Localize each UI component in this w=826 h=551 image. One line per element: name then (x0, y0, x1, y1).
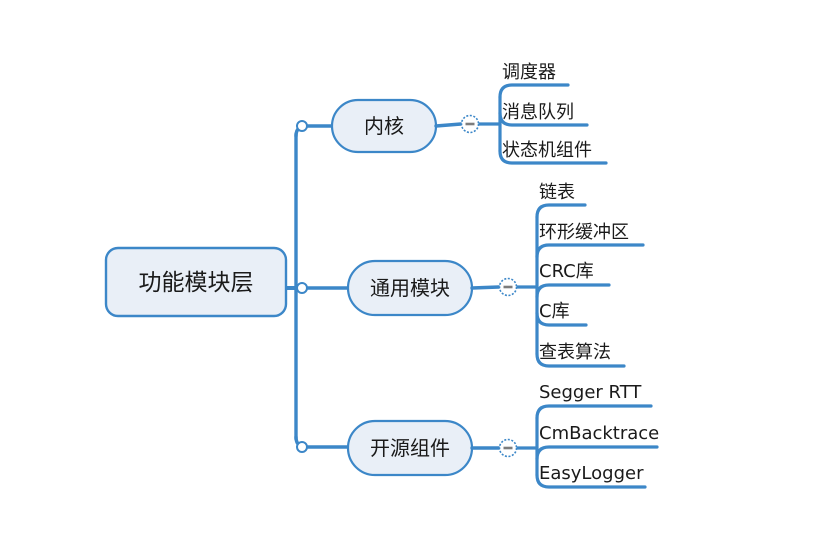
leaf-item-open-source-0[interactable]: Segger RTT (535, 382, 653, 420)
root-node[interactable] (104, 246, 288, 318)
leaf-item-kernel-0[interactable]: 调度器 (498, 62, 570, 99)
leaf-label-kernel-1: 消息队列 (502, 102, 574, 123)
leaf-label-common-modules-1: 环形缓冲区 (539, 222, 629, 243)
leaf-underline-common-modules-1 (535, 243, 645, 259)
branch-junction-dot-open-source[interactable] (296, 441, 308, 453)
leaf-underline-common-modules-3 (535, 311, 588, 327)
collapse-toggle-common-modules[interactable] (498, 277, 518, 297)
branch-label-common-modules: 通用模块 (370, 276, 450, 300)
leaf-item-kernel-2[interactable]: 状态机组件 (498, 140, 608, 165)
leaf-underline-open-source-0 (535, 404, 653, 420)
leaf-label-open-source-0: Segger RTT (539, 382, 642, 403)
collapse-toggle-kernel[interactable] (460, 114, 480, 134)
leaf-underline-open-source-2 (535, 473, 647, 489)
root-node-group: 功能模块层 (104, 246, 288, 318)
leaf-underline-kernel-1 (498, 111, 589, 127)
leaf-item-open-source-2[interactable]: EasyLogger (535, 463, 647, 489)
root-spine (284, 132, 298, 441)
leaf-underline-common-modules-4 (535, 352, 626, 368)
leaf-item-common-modules-2[interactable]: CRC库 (535, 261, 611, 299)
leaf-label-open-source-2: EasyLogger (539, 463, 644, 484)
root-label: 功能模块层 (139, 270, 254, 296)
leaf-label-common-modules-0: 链表 (539, 182, 575, 203)
leaf-underline-common-modules-2 (535, 283, 611, 299)
leaf-label-kernel-2: 状态机组件 (502, 140, 592, 161)
leaf-item-common-modules-1[interactable]: 环形缓冲区 (535, 222, 645, 259)
leaf-underline-kernel-2 (498, 149, 608, 165)
leaf-item-open-source-1[interactable]: CmBacktrace (535, 423, 659, 461)
leaf-label-common-modules-3: C库 (539, 301, 570, 322)
leaf-label-kernel-0: 调度器 (502, 62, 556, 83)
leaf-item-kernel-1[interactable]: 消息队列 (498, 102, 589, 127)
leaf-item-common-modules-4[interactable]: 查表算法 (535, 342, 626, 368)
leaf-underline-kernel-0 (498, 83, 570, 99)
leaf-item-common-modules-3[interactable]: C库 (535, 301, 588, 327)
leaf-label-common-modules-4: 查表算法 (539, 342, 611, 363)
leaf-label-common-modules-2: CRC库 (539, 261, 594, 282)
branch-junction-dot-common-modules[interactable] (296, 282, 308, 294)
leaf-underline-common-modules-0 (535, 203, 587, 219)
branch-junction-dot-kernel[interactable] (296, 120, 308, 132)
branch-collapse-connector-kernel (434, 122, 463, 128)
leaf-label-open-source-1: CmBacktrace (539, 423, 659, 444)
branch-collapse-connector-common-modules (470, 285, 501, 290)
leaf-underline-open-source-1 (535, 445, 659, 461)
collapse-toggle-open-source[interactable] (498, 438, 518, 458)
leaf-item-common-modules-0[interactable]: 链表 (535, 182, 587, 219)
branch-label-kernel: 内核 (364, 114, 404, 138)
branch-label-open-source: 开源组件 (370, 436, 450, 460)
